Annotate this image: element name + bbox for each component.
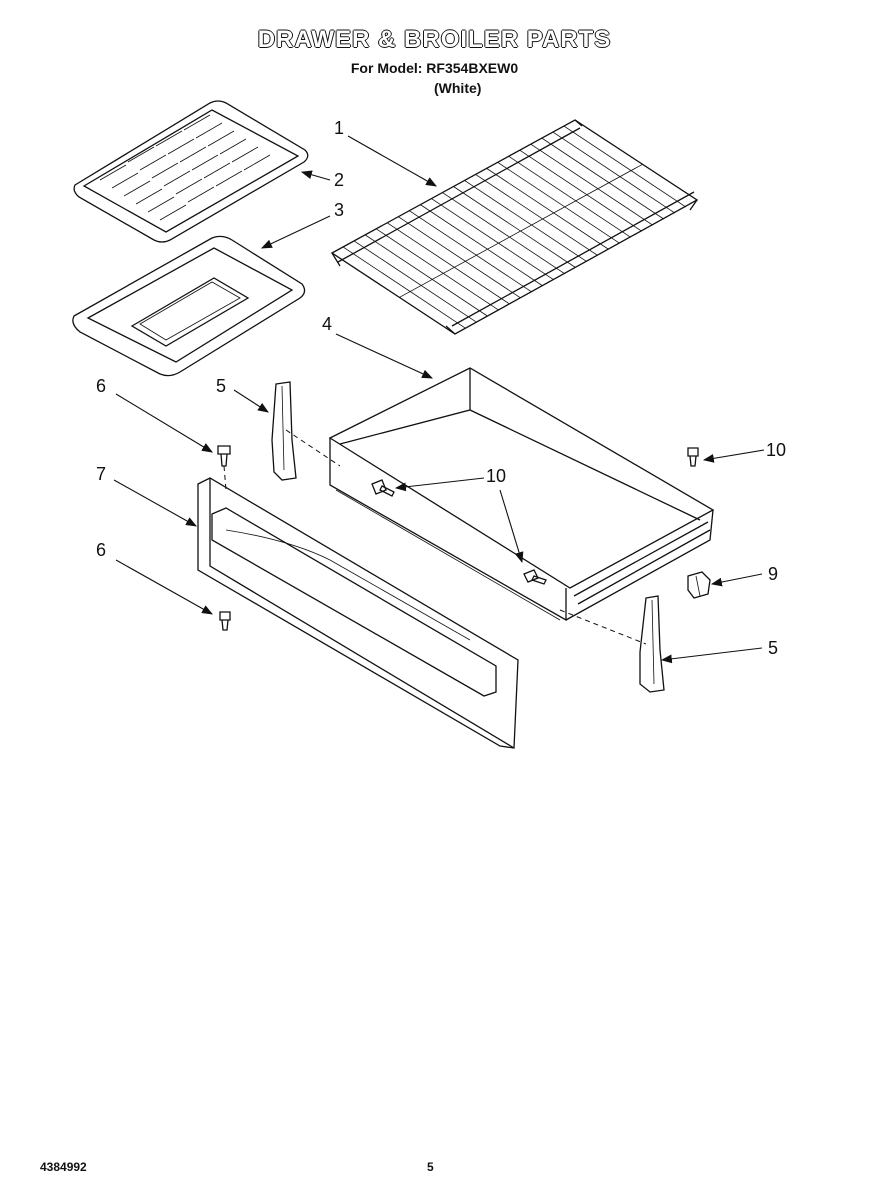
screw-upper-6: [217, 445, 231, 467]
callout-9: 9: [768, 564, 778, 584]
broiler-pan: [72, 235, 306, 377]
callout-3: 3: [334, 200, 344, 220]
page-number: 5: [427, 1160, 434, 1174]
color-variant: (White): [434, 80, 482, 96]
oven-rack: [330, 119, 699, 335]
callout-5-right: 5: [768, 638, 778, 658]
callout-10-right: 10: [766, 440, 786, 460]
drawer-glide-left: [271, 381, 297, 481]
screw-drawer-10: [371, 479, 395, 497]
callout-4: 4: [322, 314, 332, 334]
screw-side-10: [523, 569, 547, 585]
callout-5-left: 5: [216, 376, 226, 396]
callout-7: 7: [96, 464, 106, 484]
callout-6-lower: 6: [96, 540, 106, 560]
callout-10-center: 10: [486, 466, 506, 486]
broiler-grid: [73, 100, 309, 243]
callout-2: 2: [334, 170, 344, 190]
callout-6-upper: 6: [96, 376, 106, 396]
model-subtitle: For Model: RF354BXEW0: [350, 60, 519, 76]
page-title: DRAWER & BROILER PARTS: [257, 26, 612, 53]
drawer-glide-right: [639, 595, 665, 693]
drawer-front-panel: [197, 477, 519, 749]
callout-1: 1: [334, 118, 344, 138]
drawer-body: [328, 367, 715, 622]
screw-right-10: [687, 447, 699, 467]
document-number: 4384992: [40, 1160, 87, 1174]
bracket-9: [687, 571, 711, 599]
screw-lower-6: [219, 611, 231, 631]
